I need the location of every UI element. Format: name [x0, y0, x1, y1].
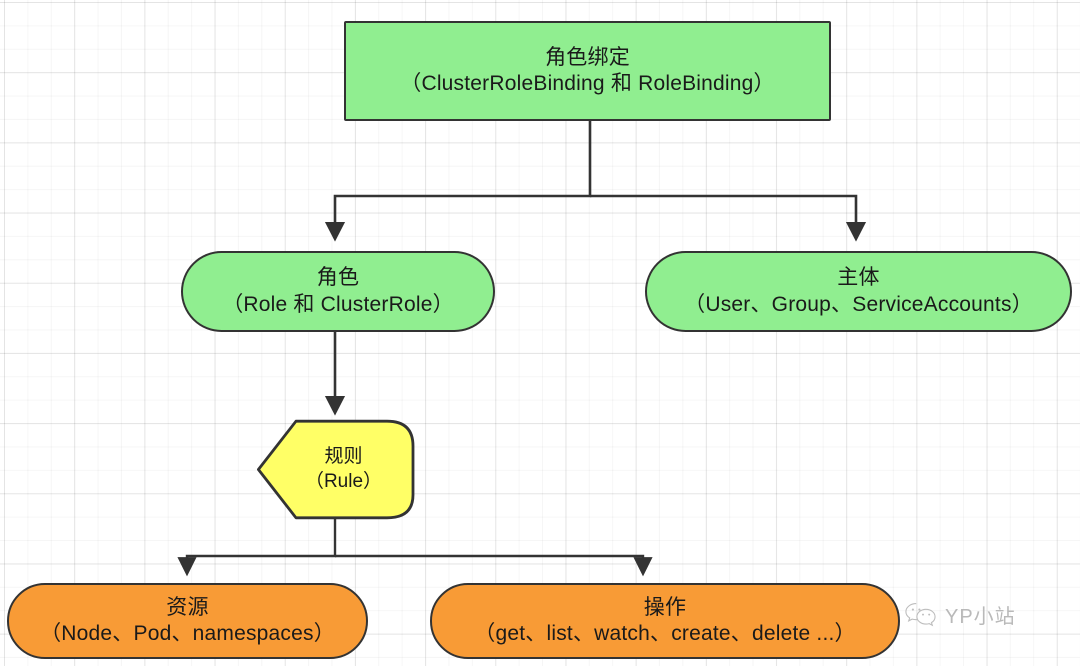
node-rule-line2: （Rule）: [304, 470, 383, 492]
node-verb-line2: （get、list、watch、create、delete ...）: [474, 622, 856, 645]
node-subject[interactable]: 主体 （User、Group、ServiceAccounts）: [645, 251, 1072, 332]
watermark: YP小站: [905, 600, 1016, 629]
node-verb-line1: 操作: [643, 595, 687, 619]
rule-shape: [257, 419, 415, 520]
node-rule[interactable]: 规则 （Rule）: [256, 419, 415, 520]
node-verb[interactable]: 操作 （get、list、watch、create、delete ...）: [430, 583, 900, 659]
node-role-line2: （Role 和 ClusterRole）: [222, 292, 454, 316]
wechat-icon: [905, 602, 936, 626]
watermark-text: YP小站: [945, 606, 1016, 628]
node-role[interactable]: 角色 （Role 和 ClusterRole）: [181, 251, 495, 332]
edge-rule-to-resource: [177, 519, 337, 577]
node-role-line1: 角色: [316, 266, 360, 290]
edge-rolebinding-to-role: [324, 121, 592, 242]
node-subject-line1: 主体: [837, 266, 880, 290]
node-resource-line1: 资源: [166, 595, 209, 619]
node-subject-line2: （User、Group、ServiceAccounts）: [684, 292, 1033, 316]
node-role-binding-line1: 角色绑定: [545, 45, 630, 69]
edge-rule-to-verb: [335, 554, 653, 577]
node-rule-line1: 规则: [324, 446, 363, 468]
node-rule-text: 规则 （Rule）: [256, 419, 415, 520]
node-resource[interactable]: 资源 （Node、Pod、namespaces）: [7, 583, 368, 659]
node-resource-line2: （Node、Pod、namespaces）: [40, 622, 335, 645]
node-role-binding-line2: （ClusterRoleBinding 和 RoleBinding）: [400, 72, 775, 95]
edge-rolebinding-to-subject: [590, 194, 867, 242]
node-role-binding[interactable]: 角色绑定 （ClusterRoleBinding 和 RoleBinding）: [344, 21, 831, 121]
